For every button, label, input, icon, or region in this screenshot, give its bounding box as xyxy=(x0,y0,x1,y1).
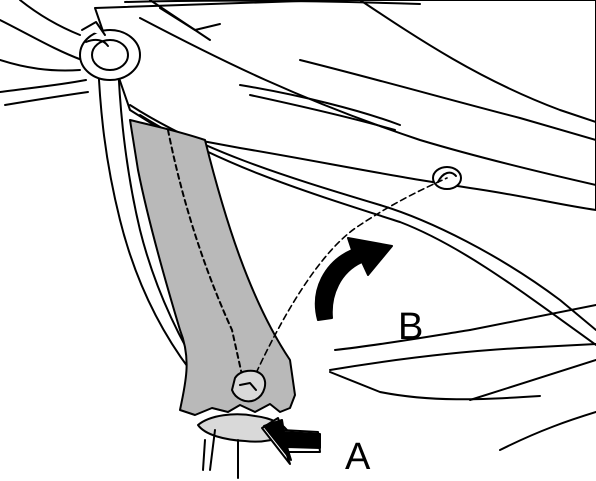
clip-fastener xyxy=(231,369,267,403)
push-arrow xyxy=(261,417,321,465)
lower-structure xyxy=(329,304,596,451)
callout-label-a: A xyxy=(345,436,371,478)
trim-cover xyxy=(129,119,296,416)
lower-mount xyxy=(197,413,289,479)
grommet xyxy=(79,21,141,81)
callout-label-b: B xyxy=(398,306,424,348)
guide-line xyxy=(251,177,448,383)
rotation-arrow xyxy=(314,237,393,321)
background-structure xyxy=(0,0,89,106)
